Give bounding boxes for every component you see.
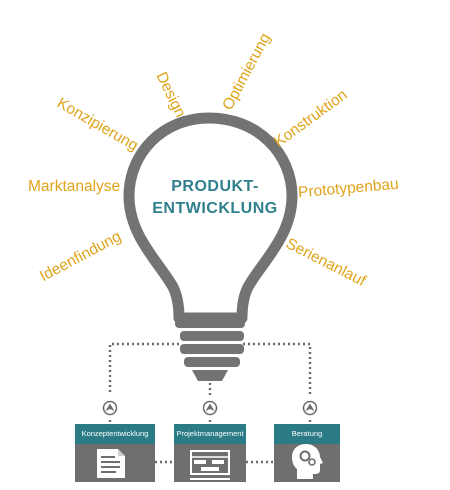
service-box-header: Konzeptentwicklung (75, 424, 155, 444)
head-gears-icon (292, 444, 323, 479)
center-title-line-2: ENTWICKLUNG (152, 200, 278, 217)
dotted-connectors (108, 342, 312, 464)
ray-label-marktanalyse: Marktanalyse (28, 178, 121, 195)
service-box-header: Projektmanagement (174, 424, 246, 444)
arrow-marker-icon-2 (202, 400, 218, 416)
light-bulb-icon (123, 112, 298, 381)
arrow-marker-icon-3 (302, 400, 318, 416)
service-box-header: Beratung (274, 424, 340, 444)
document-icon (97, 449, 125, 478)
gantt-board-icon (190, 450, 230, 480)
arrow-marker-icon-1 (102, 400, 118, 416)
center-title-line-1: PRODUKT- (171, 178, 259, 195)
